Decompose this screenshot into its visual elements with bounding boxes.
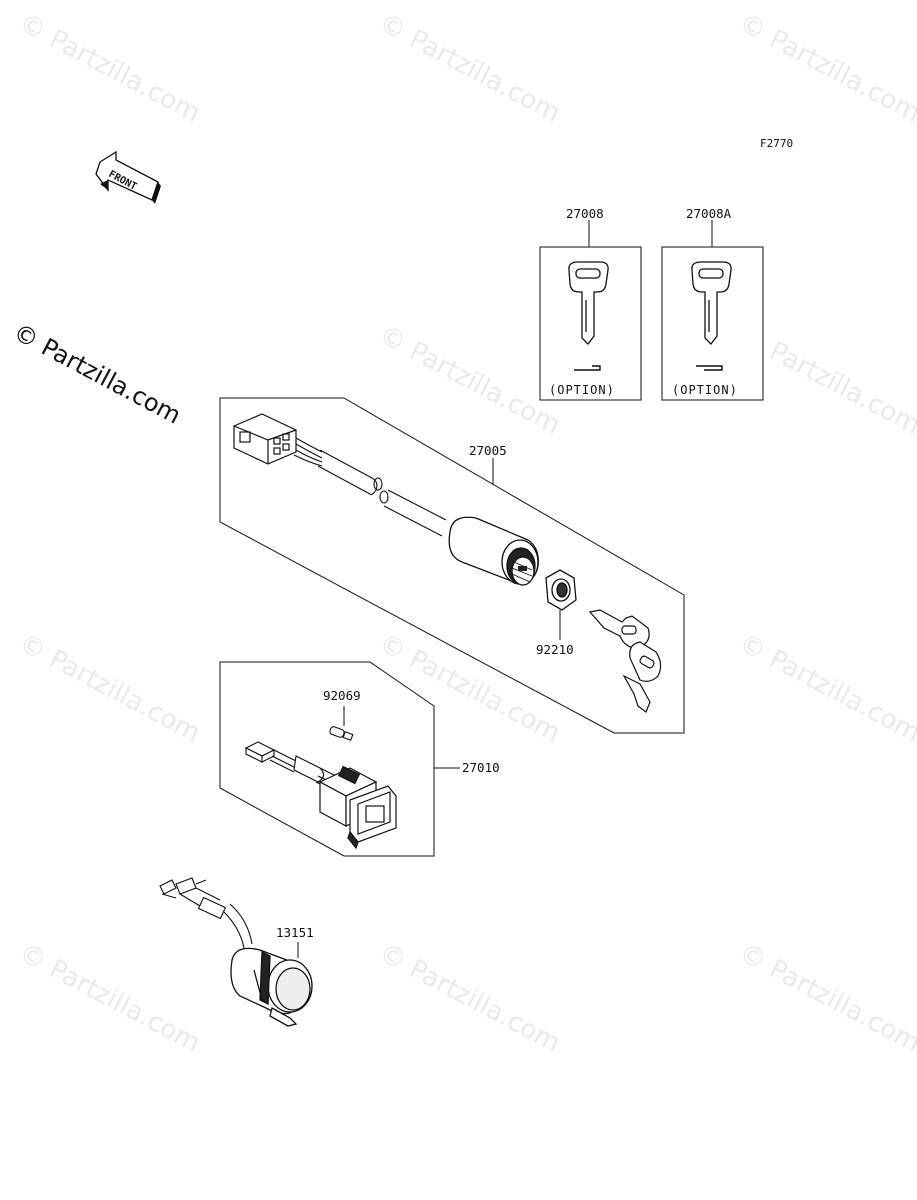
diagram-ref-code: F2770	[760, 137, 793, 150]
part-number-27005[interactable]: 27005	[469, 443, 507, 458]
part-number-27010[interactable]: 27010	[462, 760, 500, 775]
key-option-box-27008a: 27008A (OPTION)	[661, 206, 764, 401]
socket-icon	[230, 947, 313, 1027]
switch-harness-icon	[244, 741, 341, 793]
switch-assembly-box: 27010 92069	[219, 661, 500, 857]
ignition-switch-assembly-box: 27005	[219, 397, 685, 734]
key-option-box-27008: 27008 (OPTION)	[539, 206, 642, 401]
connector-icon	[233, 413, 297, 465]
key-blank-icon	[691, 261, 732, 345]
part-number-27008[interactable]: 27008	[566, 206, 604, 221]
key-code-icon	[574, 365, 601, 371]
ignition-switch-icon	[448, 516, 539, 586]
front-arrow-icon: FRONT	[95, 150, 161, 204]
hex-nut-icon	[545, 569, 577, 611]
option-label: (OPTION)	[672, 383, 738, 397]
wire-harness	[293, 437, 447, 537]
part-number-13151[interactable]: 13151	[276, 925, 314, 940]
key-pair-icon	[588, 609, 662, 713]
part-number-27008a[interactable]: 27008A	[686, 206, 732, 221]
option-label: (OPTION)	[549, 383, 615, 397]
bulb-icon	[329, 726, 354, 741]
key-blank-icon	[568, 261, 609, 345]
part-number-92210[interactable]: 92210	[536, 642, 574, 657]
part-number-92069[interactable]: 92069	[323, 688, 361, 703]
socket-assembly: 13151	[159, 877, 314, 1027]
rocker-switch-icon	[318, 765, 397, 850]
socket-wires	[159, 877, 253, 949]
key-code-icon	[696, 365, 723, 371]
